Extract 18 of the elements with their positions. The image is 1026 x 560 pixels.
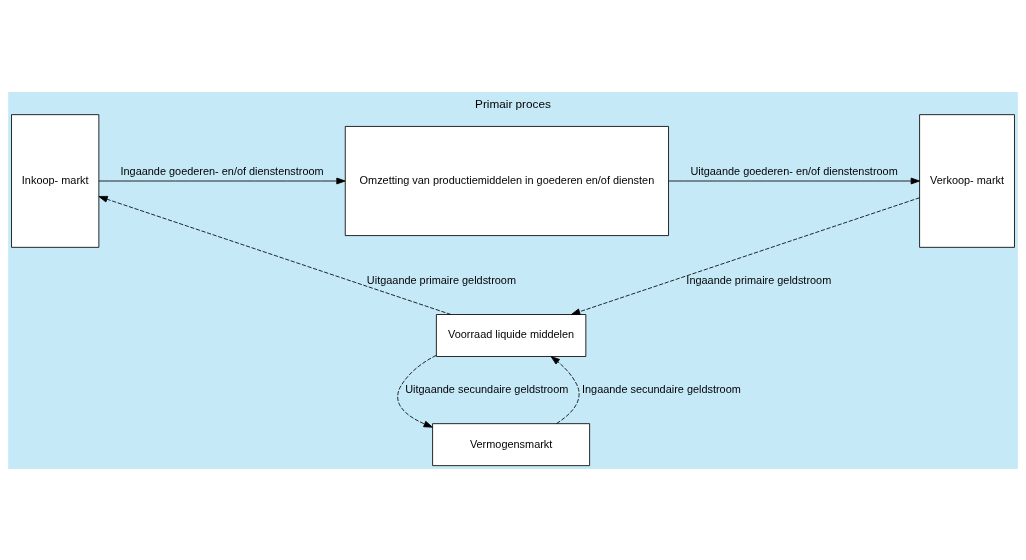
edge-label: Ingaande primaire geldstroom — [686, 273, 832, 286]
arrow — [668, 177, 920, 184]
arrow — [98, 195, 452, 315]
diagram-title: Primair proces — [475, 96, 551, 110]
edge-label: Uitgaande primaire geldstroom — [366, 273, 516, 286]
arrow — [571, 196, 920, 315]
node-box: Inkoop- markt — [11, 113, 100, 248]
arrow — [98, 177, 346, 184]
edge-label: Ingaande goederen- en/of dienstenstroom — [120, 164, 324, 177]
arrow — [397, 354, 437, 428]
arrow — [550, 355, 580, 424]
node-box: Voorraad liquide middelen — [435, 313, 587, 357]
node-box: Vermogensmarkt — [432, 422, 591, 466]
edge-label: Ingaande secundaire geldstroom — [581, 382, 741, 395]
node-box: Verkoop- markt — [919, 113, 1015, 248]
edge-label: Uitgaande goederen- en/of dienstenstroom — [690, 164, 898, 177]
node-box: Omzetting van productiemiddelen in goederen en/of diensten — [344, 125, 669, 236]
edge-label: Uitgaande secundaire geldstroom — [405, 382, 569, 395]
